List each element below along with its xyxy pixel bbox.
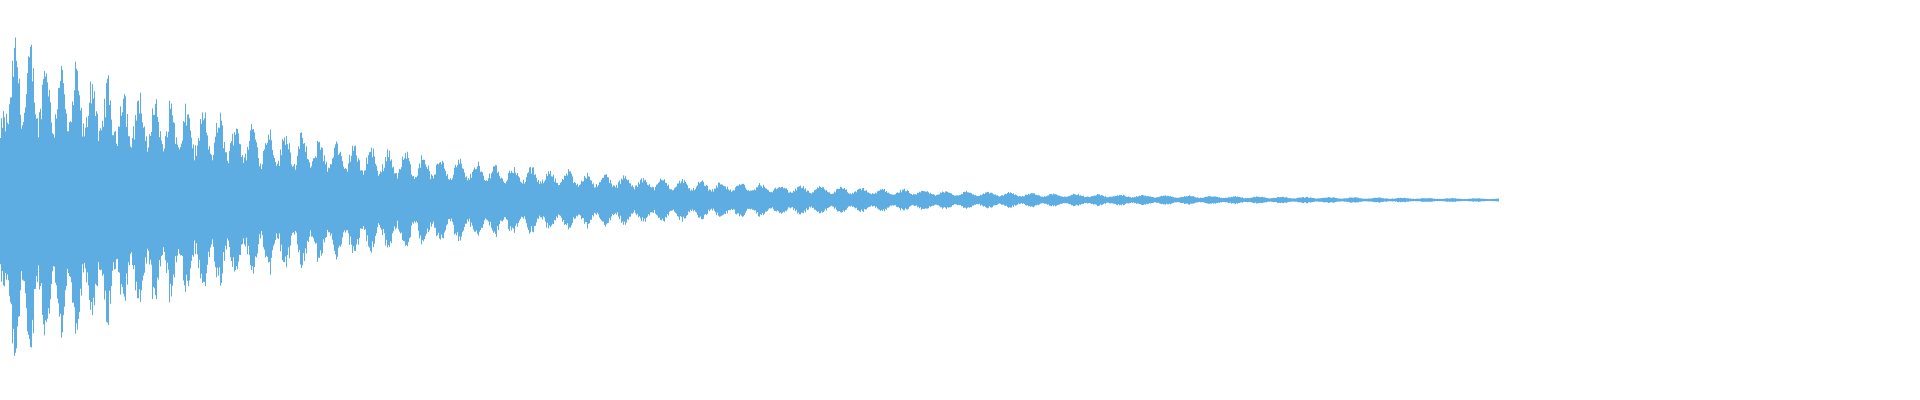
waveform-bars xyxy=(0,37,1499,356)
waveform-path xyxy=(0,37,1499,356)
